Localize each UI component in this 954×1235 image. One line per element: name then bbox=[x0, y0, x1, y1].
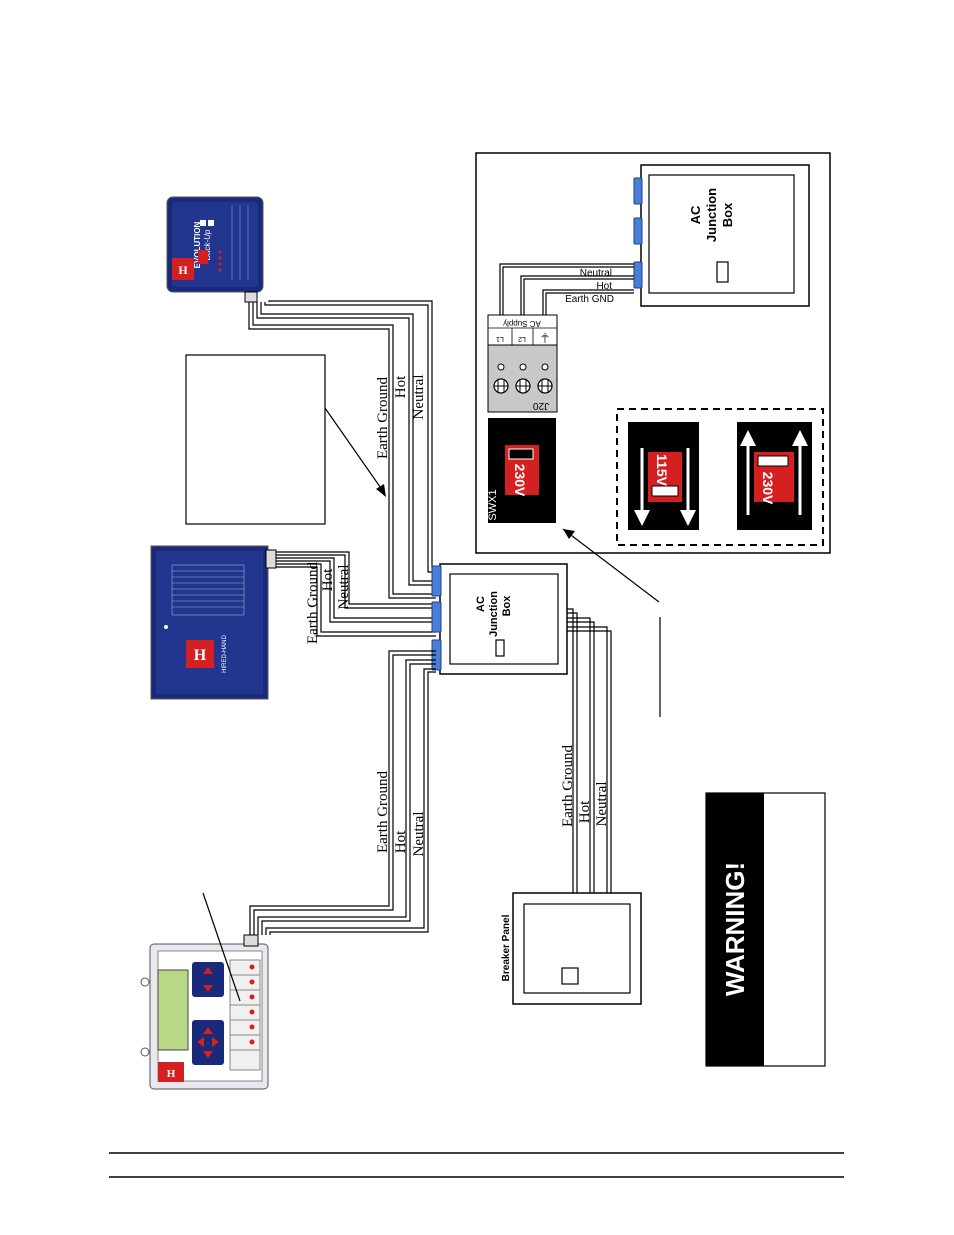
terminal-l1: L1 bbox=[496, 335, 504, 342]
hh-logo-icon bbox=[186, 640, 214, 668]
mid-run-hot: Hot bbox=[320, 568, 336, 591]
bottom-run-neutral: Neutral bbox=[411, 812, 427, 857]
bottom-run-hot: Hot bbox=[393, 830, 409, 853]
switch-115v: 115V bbox=[628, 422, 699, 530]
swx1-label: SWX1 bbox=[487, 489, 499, 520]
ground-symbol: ⏚ bbox=[540, 331, 551, 344]
wires-panel-to-junction bbox=[276, 551, 436, 637]
swx1-switch: 230V SWX1 bbox=[487, 418, 556, 523]
detail-label-neutral: Neutral bbox=[580, 268, 612, 279]
main-jbox-line3: Box bbox=[501, 595, 513, 617]
right-run-hot: Hot bbox=[577, 800, 593, 823]
top-run-neutral: Neutral bbox=[411, 375, 427, 420]
detail-jbox-line2: Junction bbox=[704, 188, 719, 242]
svg-text:H: H bbox=[178, 263, 188, 277]
main-jbox-line1: AC bbox=[475, 596, 487, 612]
top-run-earth-ground: Earth Ground bbox=[375, 376, 391, 459]
junction-knockout bbox=[716, 261, 729, 283]
note-box bbox=[185, 354, 326, 525]
wires-junction-to-breaker bbox=[567, 608, 612, 893]
swx1-voltage: 230V bbox=[512, 464, 528, 497]
wires-controller-to-junction bbox=[249, 650, 436, 935]
switch-230v: 230V bbox=[737, 422, 812, 530]
main-junction-box: AC Junction Box bbox=[431, 563, 568, 675]
backup-sub: Back-Up bbox=[203, 229, 212, 260]
note-leader bbox=[324, 407, 386, 495]
detail-connector-1 bbox=[633, 177, 643, 205]
warning-title: WARNING! bbox=[720, 862, 750, 996]
controller-leader bbox=[202, 892, 241, 1002]
right-run-earth-ground: Earth Ground bbox=[560, 744, 576, 827]
switch-230v-label: 230V bbox=[760, 472, 776, 505]
j20-label: J20 bbox=[533, 400, 550, 411]
switch-115v-label: 115V bbox=[654, 454, 670, 487]
main-connector-2 bbox=[431, 601, 442, 633]
detail-label-earth-gnd: Earth GND bbox=[565, 294, 614, 305]
ac-supply-label: AC Supply bbox=[503, 319, 541, 328]
right-run-neutral: Neutral bbox=[594, 782, 610, 827]
terminal-l2: L2 bbox=[518, 335, 526, 342]
leader-to-swx1 bbox=[562, 528, 660, 603]
breaker-panel-label: Breaker Panel bbox=[501, 914, 512, 981]
detail-junction-box: AC Junction Box bbox=[633, 164, 810, 307]
svg-text:H: H bbox=[167, 1068, 176, 1080]
detail-connector-2 bbox=[633, 217, 643, 245]
svg-text:H: H bbox=[194, 647, 207, 664]
main-junction-knockout bbox=[495, 639, 505, 657]
warning-box: WARNING! bbox=[705, 792, 826, 1067]
hh-logo-icon bbox=[172, 258, 194, 280]
top-run-hot: Hot bbox=[393, 375, 409, 398]
detail-connector-3 bbox=[633, 261, 643, 289]
detail-jbox-line1: AC bbox=[688, 205, 703, 224]
bottom-run-earth-ground: Earth Ground bbox=[375, 770, 391, 853]
detail-jbox-line3: Box bbox=[720, 202, 735, 227]
mid-run-neutral: Neutral bbox=[336, 565, 352, 610]
controller-lcd bbox=[157, 969, 189, 1051]
terminal-block-j20: AC Supply L1 L2 ⏚ J20 bbox=[487, 314, 558, 413]
mid-run-earth-ground: Earth Ground bbox=[305, 561, 321, 644]
backup-brand: EVOLUTION bbox=[193, 221, 202, 268]
evolution-controller: H bbox=[140, 934, 269, 1090]
evolution-backup-unit: H EVOLUTION Back-Up bbox=[166, 196, 264, 303]
main-connector-1 bbox=[431, 565, 442, 597]
detail-label-hot: Hot bbox=[596, 281, 612, 292]
hh-logo-icon bbox=[158, 1062, 184, 1082]
hired-hand-panel: H HIRED-HAND bbox=[150, 545, 277, 700]
main-jbox-line2: Junction bbox=[488, 591, 500, 637]
panel-brand: HIRED-HAND bbox=[222, 635, 228, 673]
breaker-panel: Breaker Panel bbox=[501, 892, 642, 1005]
switch-options-box bbox=[616, 408, 824, 546]
